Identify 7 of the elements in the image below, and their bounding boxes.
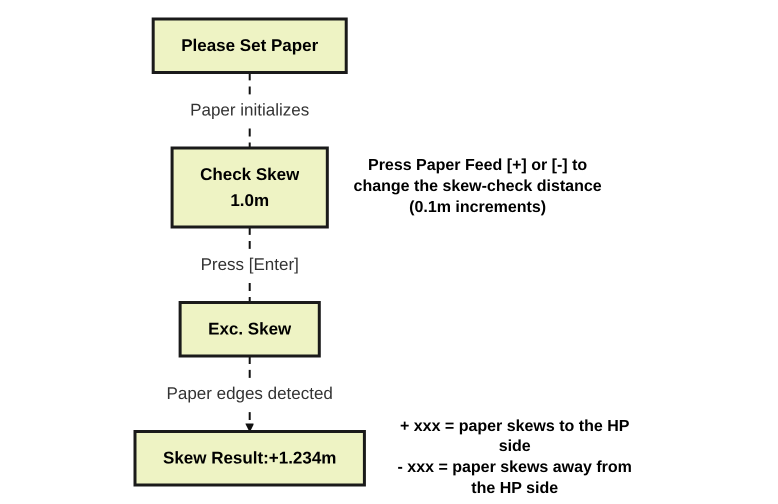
- side-note: Press Paper Feed [+] or [-] to change the skew-check distance (0.1m increments): [352, 156, 603, 218]
- process-box: Check Skew 1.0m: [170, 146, 330, 228]
- process-box: Exc. Skew: [178, 301, 322, 358]
- process-box: Please Set Paper: [152, 18, 348, 74]
- side-note: + xxx = paper skews to the HP side: [398, 416, 630, 458]
- side-note: - xxx = paper skews away from the HP side: [396, 458, 633, 500]
- process-box: Skew Result:+1.234m: [134, 430, 366, 486]
